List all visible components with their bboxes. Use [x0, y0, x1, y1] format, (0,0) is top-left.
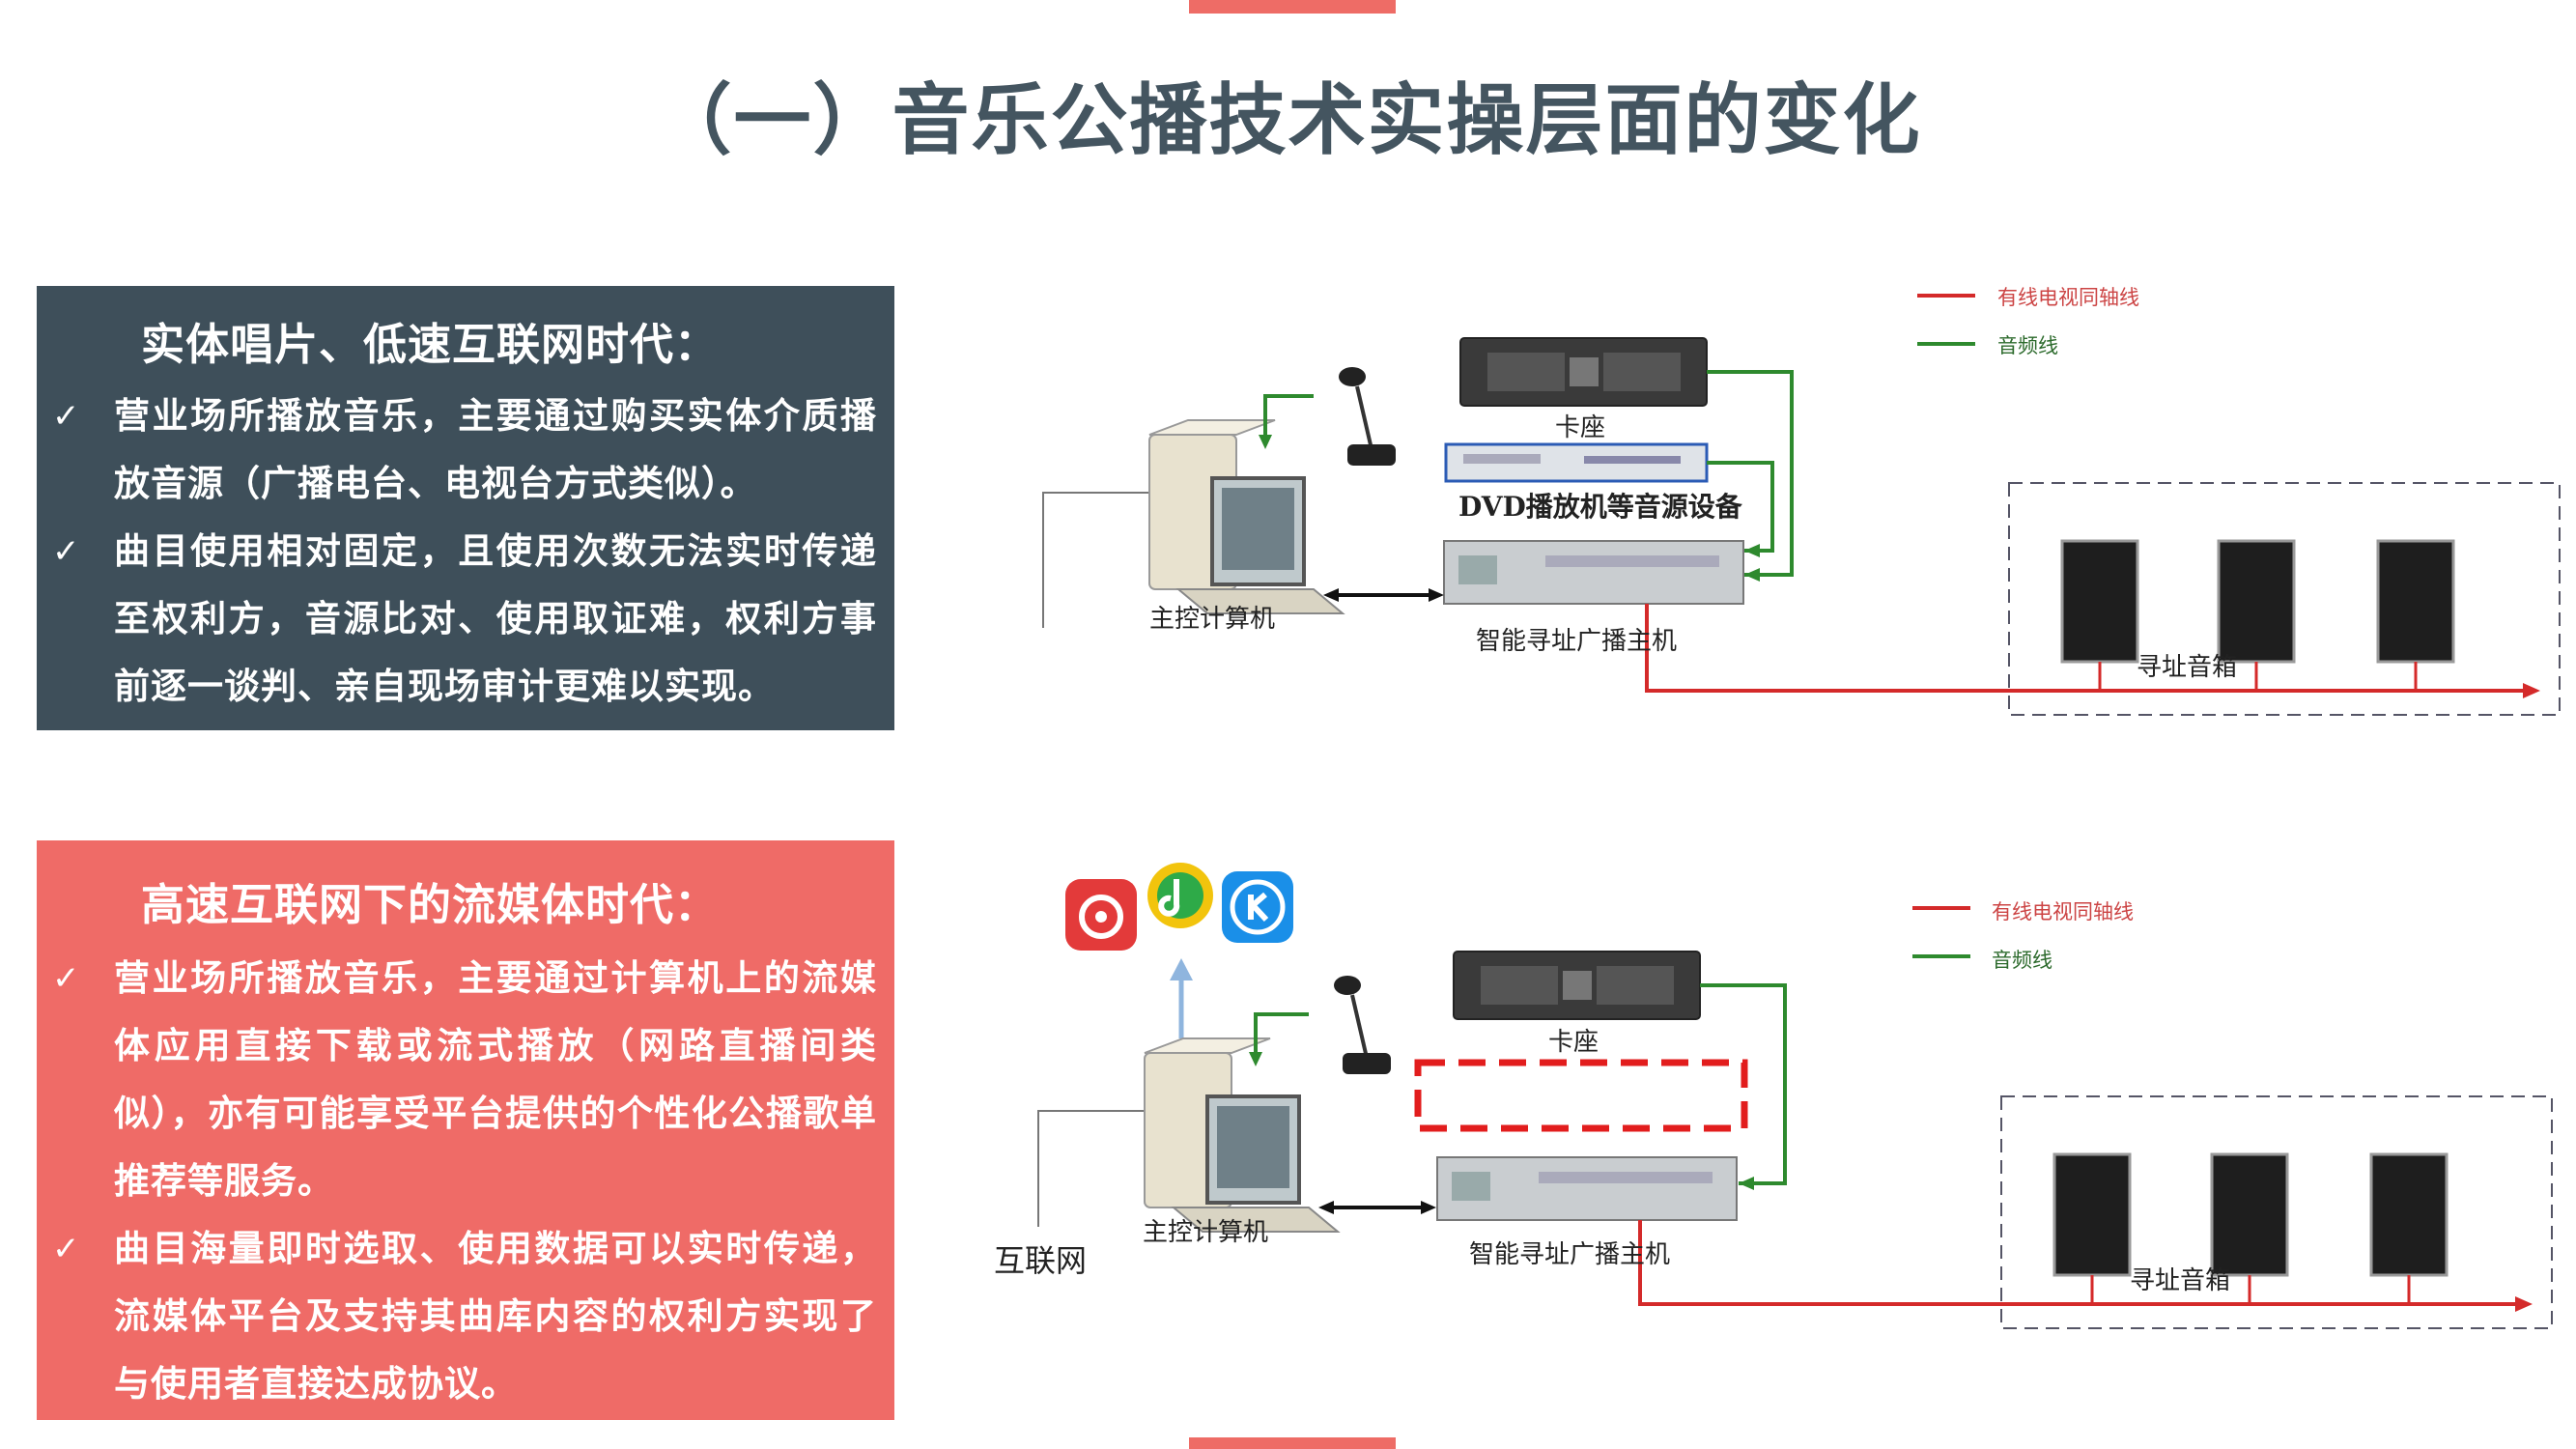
physical-era-diagram: 有线电视同轴线 音频线 卡座 DVD播放机等音源设备 主控计算机 智能寻址广播主… — [966, 242, 2576, 763]
audio-line-deck — [1700, 983, 1787, 1185]
host-label: 智能寻址广播主机 — [1476, 627, 1678, 656]
microphone-icon — [1339, 367, 1396, 466]
audio-line-mic — [1263, 394, 1314, 444]
removed-device-placeholder — [1414, 1059, 1748, 1132]
speaker-icon — [2376, 539, 2455, 664]
cassette-deck-icon — [1453, 951, 1701, 1020]
kugou-music-icon — [1222, 871, 1293, 943]
computer-label: 主控计算机 — [1143, 1218, 1269, 1247]
dvd-player-icon — [1444, 442, 1709, 483]
speaker-icon — [2217, 539, 2296, 664]
streaming-era-bullets: ✓ 营业场所播放音乐，主要通过计算机上的流媒体应用直接下载或流式播放（网路直播间… — [37, 945, 894, 1418]
deck-label: 卡座 — [1548, 1028, 1599, 1057]
physical-era-panel: 实体唱片、低速互联网时代： ✓ 营业场所播放音乐，主要通过购买实体介质播放音源（… — [37, 286, 894, 730]
list-item: ✓ 营业场所播放音乐，主要通过购买实体介质播放音源（广播电台、电视台方式类似）。 — [37, 383, 894, 518]
speaker-group-box — [2000, 1095, 2553, 1329]
check-icon: ✓ — [52, 532, 80, 571]
broadcast-host-icon — [1436, 1156, 1738, 1221]
audio-line-deck — [1707, 370, 1794, 577]
audio-legend-label: 音频线 — [1992, 949, 2052, 972]
qq-music-icon — [1145, 860, 1216, 931]
bullet-text: 营业场所播放音乐，主要通过购买实体介质播放音源（广播电台、电视台方式类似）。 — [114, 395, 877, 504]
bullet-text: 营业场所播放音乐，主要通过计算机上的流媒体应用直接下载或流式播放（网路直播间类似… — [114, 957, 877, 1202]
coax-legend-label: 有线电视同轴线 — [1997, 286, 2139, 309]
streaming-era-panel: 高速互联网下的流媒体时代： ✓ 营业场所播放音乐，主要通过计算机上的流媒体应用直… — [37, 840, 894, 1420]
audio-legend-label: 音频线 — [1997, 334, 2058, 357]
microphone-icon — [1334, 976, 1391, 1074]
check-icon: ✓ — [52, 1230, 80, 1268]
page-title: （一）音乐公播技术实操层面的变化 — [654, 75, 1922, 165]
coax-line — [1638, 1220, 2523, 1306]
streaming-era-diagram: 有线电视同轴线 音频线 卡座 主控计算机 智能寻址广播主机 寻址音箱 互联网 — [966, 850, 2576, 1372]
audio-line-mic — [1254, 1012, 1309, 1061]
check-icon: ✓ — [52, 959, 80, 998]
list-item: ✓ 营业场所播放音乐，主要通过计算机上的流媒体应用直接下载或流式播放（网路直播间… — [37, 945, 894, 1215]
speaker-icon — [2210, 1152, 2289, 1277]
internet-label: 互联网 — [994, 1242, 1088, 1279]
network-cable — [1037, 1110, 1145, 1227]
bullet-text: 曲目海量即时选取、使用数据可以实时传递，流媒体平台及支持其曲库内容的权利方实现了… — [114, 1228, 877, 1405]
list-item: ✓ 曲目海量即时选取、使用数据可以实时传递，流媒体平台及支持其曲库内容的权利方实… — [37, 1215, 894, 1418]
computer-label: 主控计算机 — [1149, 605, 1276, 634]
speaker-icon — [2052, 1152, 2132, 1277]
deck-label: 卡座 — [1555, 413, 1606, 442]
physical-era-bullets: ✓ 营业场所播放音乐，主要通过购买实体介质播放音源（广播电台、电视台方式类似）。… — [37, 383, 894, 721]
list-item: ✓ 曲目使用相对固定，且使用次数无法实时传递至权利方，音源比对、使用取证难，权利… — [37, 518, 894, 721]
streaming-era-diagram-graphic — [1037, 906, 2553, 1329]
bottom-accent-bar — [1189, 1437, 1396, 1449]
physical-era-title: 实体唱片、低速互联网时代： — [141, 319, 720, 370]
physical-era-diagram-graphic — [1042, 294, 2561, 716]
bullet-text: 曲目使用相对固定，且使用次数无法实时传递至权利方，音源比对、使用取证难，权利方事… — [114, 530, 877, 707]
speaker-icon — [2060, 539, 2139, 664]
coax-line — [1645, 604, 2531, 693]
speaker-icon — [2369, 1152, 2449, 1277]
netease-cloud-music-icon — [1065, 879, 1137, 951]
computer-icon — [1144, 1037, 1341, 1233]
speakers-label: 寻址音箱 — [2130, 1266, 2231, 1295]
host-label: 智能寻址广播主机 — [1469, 1240, 1671, 1269]
dvd-label: DVD播放机等音源设备 — [1458, 491, 1742, 523]
network-cable — [1042, 492, 1149, 628]
speakers-label: 寻址音箱 — [2137, 653, 2238, 682]
coax-legend-label: 有线电视同轴线 — [1992, 900, 2134, 923]
top-accent-bar — [1189, 0, 1396, 14]
streaming-era-title: 高速互联网下的流媒体时代： — [141, 879, 720, 930]
check-icon: ✓ — [52, 397, 80, 436]
speaker-group-box — [2008, 482, 2561, 716]
computer-icon — [1148, 419, 1345, 614]
cassette-deck-icon — [1459, 337, 1708, 407]
broadcast-host-icon — [1443, 540, 1744, 605]
